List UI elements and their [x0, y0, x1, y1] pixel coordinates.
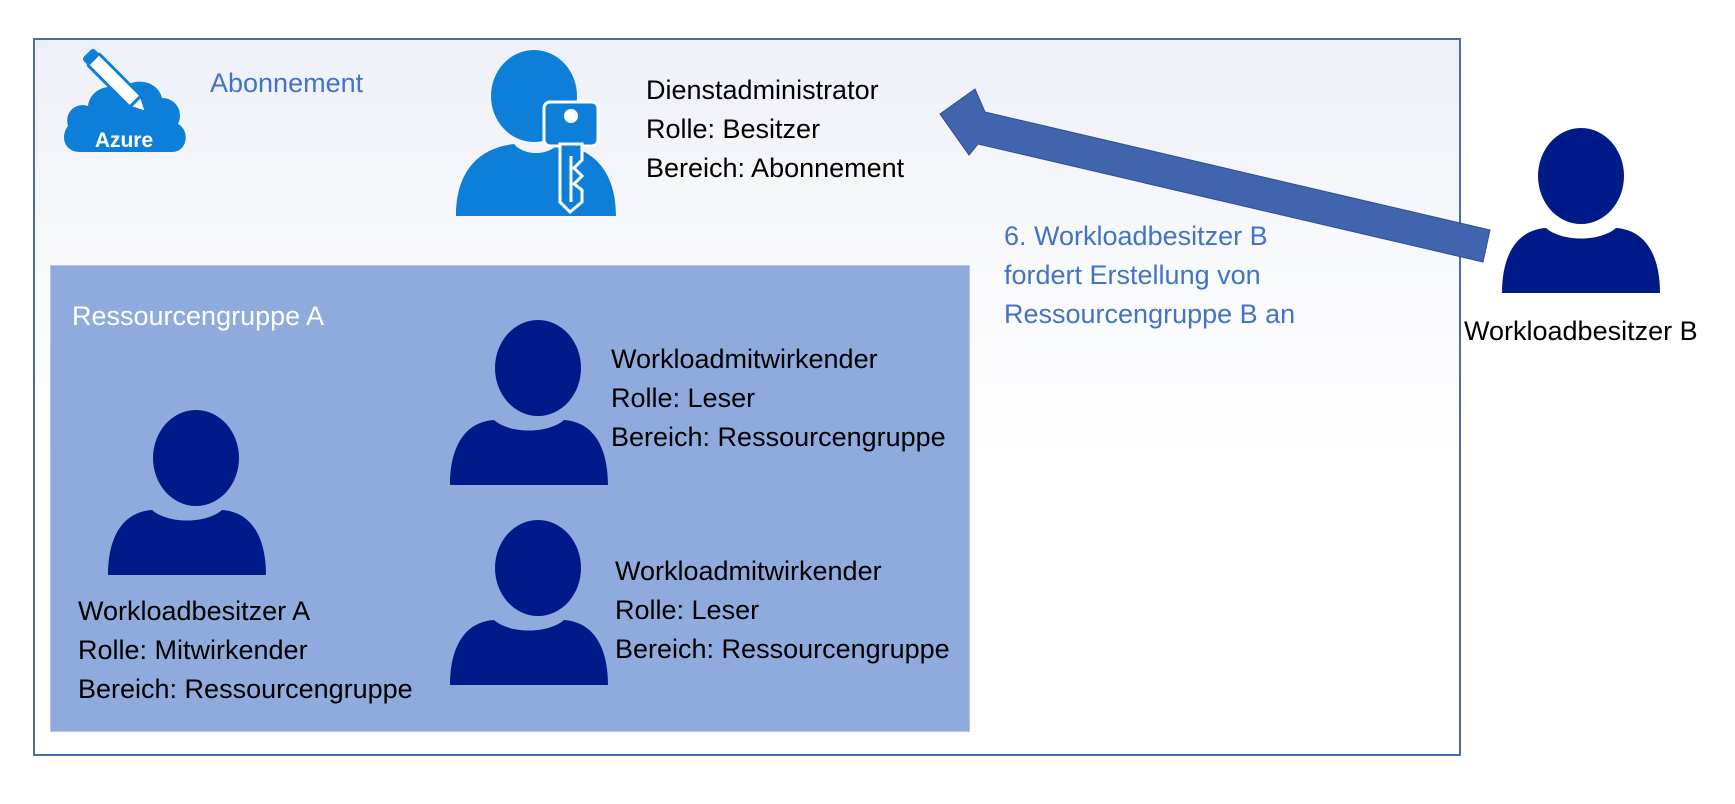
- request-text: 6. Workloadbesitzer B fordert Erstellung…: [1004, 217, 1295, 334]
- person-icon: [450, 520, 608, 685]
- contributor-1-name: Workloadmitwirkender: [611, 344, 878, 374]
- service-admin-text: Dienstadministrator Rolle: Besitzer Bere…: [646, 71, 904, 188]
- workload-owner-a-scope: Bereich: Ressourcengruppe: [78, 674, 413, 704]
- person-icon: [450, 320, 608, 485]
- subscription-label: Abonnement: [210, 68, 364, 98]
- service-admin-name: Dienstadministrator: [646, 75, 879, 105]
- workload-owner-a-name: Workloadbesitzer A: [78, 596, 311, 626]
- contributor-2-text: Workloadmitwirkender Rolle: Leser Bereic…: [615, 552, 950, 669]
- person-key-icon: [456, 50, 616, 216]
- contributor-1-role: Rolle: Leser: [611, 383, 756, 413]
- resource-group-title: Ressourcengruppe A: [72, 301, 325, 331]
- request-line-3: Ressourcengruppe B an: [1004, 299, 1296, 329]
- contributor-2-scope: Bereich: Ressourcengruppe: [615, 634, 950, 664]
- service-admin-scope: Bereich: Abonnement: [646, 153, 905, 183]
- azure-logo-text: Azure: [95, 129, 153, 152]
- contributor-2-name: Workloadmitwirkender: [615, 556, 882, 586]
- service-admin-role: Rolle: Besitzer: [646, 114, 821, 144]
- request-line-1: 6. Workloadbesitzer B: [1004, 221, 1268, 251]
- azure-cloud-pencil-icon: Azure: [64, 48, 186, 152]
- person-icon: [108, 410, 266, 575]
- request-line-2: fordert Erstellung von: [1004, 260, 1261, 290]
- contributor-1-scope: Bereich: Ressourcengruppe: [611, 422, 946, 452]
- contributor-1-text: Workloadmitwirkender Rolle: Leser Bereic…: [611, 340, 946, 457]
- workload-owner-a-text: Workloadbesitzer A Rolle: Mitwirkender B…: [78, 592, 413, 709]
- contributor-2-role: Rolle: Leser: [615, 595, 760, 625]
- workload-owner-a-role: Rolle: Mitwirkender: [78, 635, 308, 665]
- person-icon: [1502, 128, 1660, 293]
- workload-owner-b-label: Workloadbesitzer B: [1464, 316, 1698, 346]
